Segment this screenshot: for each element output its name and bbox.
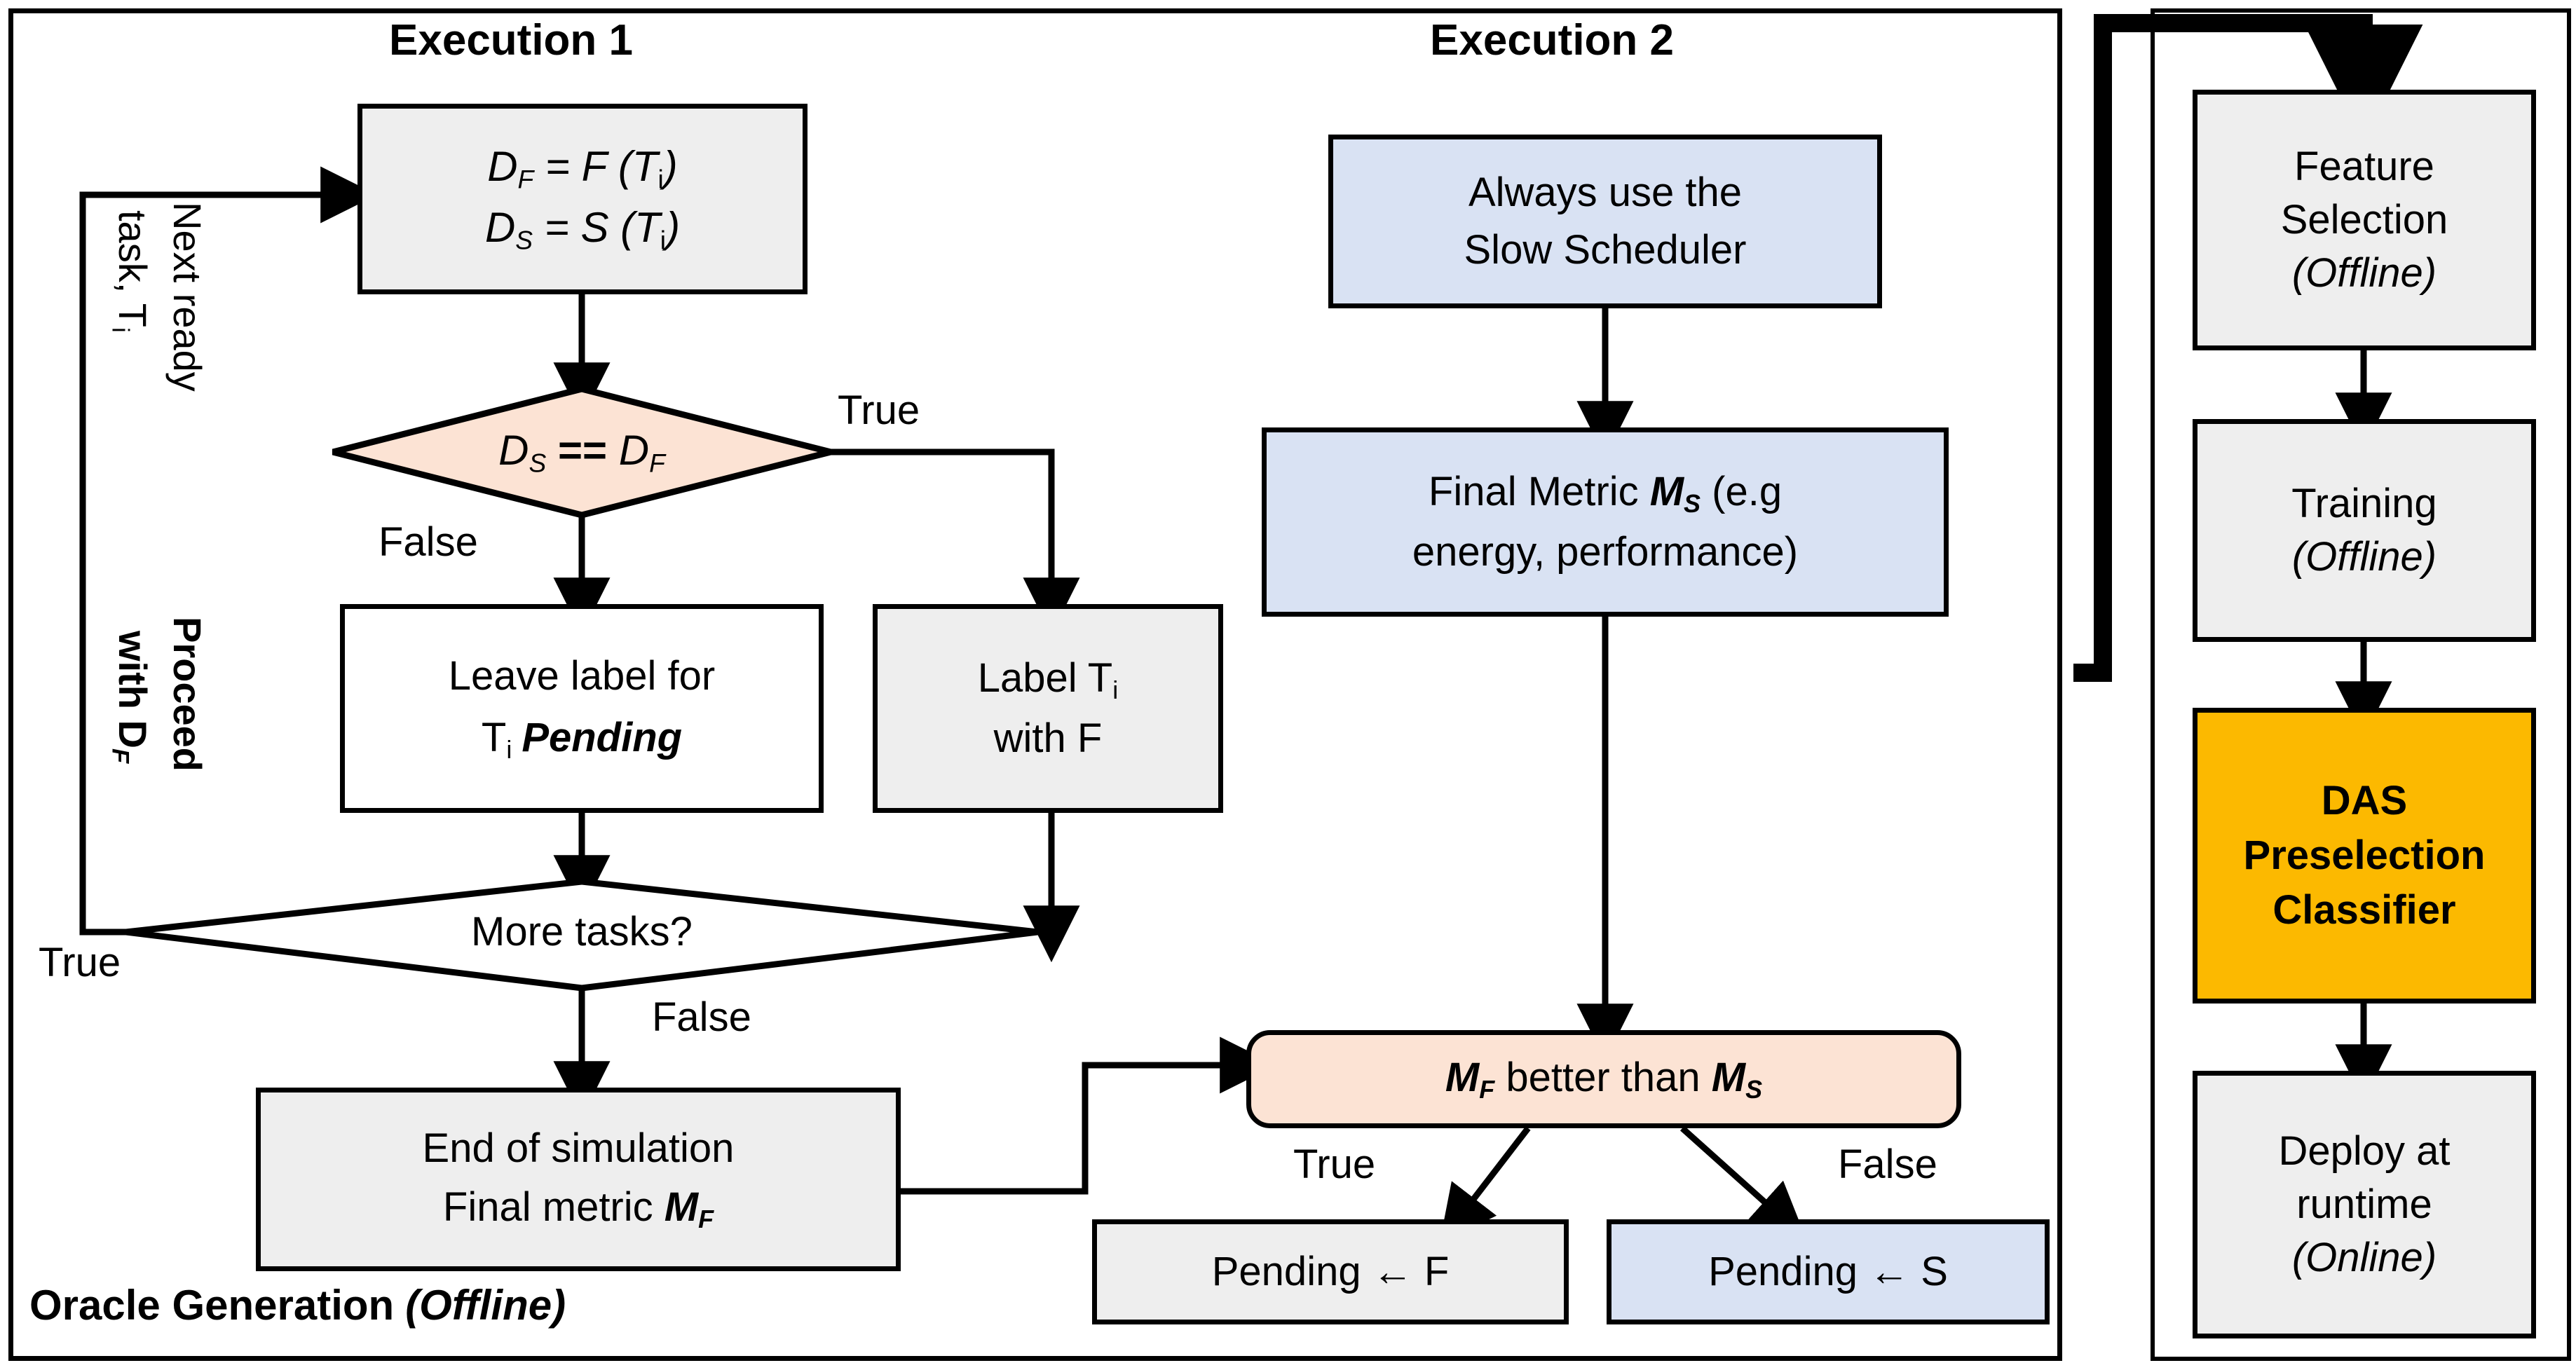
deploy-line-3: (Online) xyxy=(2291,1235,2437,1281)
compute-df-ds-box: DF = F (Ti) DS = S (Ti) xyxy=(357,104,807,294)
loop-label-with-df: with DF xyxy=(107,631,155,764)
oracle-generation-panel xyxy=(8,8,2062,1361)
end-sim-line-2: Final metric MF xyxy=(442,1184,714,1234)
always-slow-scheduler-box: Always use the Slow Scheduler xyxy=(1328,135,1882,308)
pending-s-box: Pending ← S xyxy=(1607,1219,2050,1324)
comparison-label: MF better than MS xyxy=(1445,1054,1763,1104)
das-line-1: DAS xyxy=(2321,777,2408,823)
pipeline-step-feature-selection: Feature Selection (Offline) xyxy=(2193,90,2536,350)
loop-label-next-ready: Next ready xyxy=(165,202,210,392)
training-line-1: Training xyxy=(2291,480,2437,526)
pending-s-label: Pending ← S xyxy=(1708,1248,1948,1294)
das-line-2: Preselection xyxy=(2243,832,2486,878)
leave-label-line-1: Leave label for xyxy=(448,652,716,699)
execution-2-title: Execution 2 xyxy=(1430,16,1674,64)
mf-better-than-ms-box: MF better than MS xyxy=(1246,1030,1961,1128)
feature-selection-line-3: (Offline) xyxy=(2291,250,2437,296)
metric-line-2: energy, performance) xyxy=(1412,528,1799,575)
final-metric-ms-box: Final Metric MS (e.g energy, performance… xyxy=(1262,427,1949,617)
pipeline-step-training: Training (Offline) xyxy=(2193,419,2536,642)
end-sim-line-1: End of simulation xyxy=(422,1125,735,1171)
decision-true-label: True xyxy=(838,388,920,433)
more-tasks-true-label: True xyxy=(39,940,121,985)
loop-label-proceed: Proceed xyxy=(165,617,210,772)
deploy-line-2: runtime xyxy=(2296,1181,2432,1227)
training-line-2: (Offline) xyxy=(2291,534,2437,580)
scheduler-line-1: Always use the xyxy=(1468,169,1743,215)
pipeline-step-das-classifier: DAS Preselection Classifier xyxy=(2193,708,2536,1003)
label-f-line-2: with F xyxy=(993,715,1103,761)
more-tasks-label: More tasks? xyxy=(471,909,693,954)
deploy-line-1: Deploy at xyxy=(2278,1128,2451,1174)
scheduler-line-2: Slow Scheduler xyxy=(1464,227,1747,273)
more-tasks-false-label: False xyxy=(652,994,751,1040)
das-line-3: Classifier xyxy=(2272,887,2456,933)
pipeline-step-deploy-runtime: Deploy at runtime (Online) xyxy=(2193,1071,2536,1338)
feature-selection-line-1: Feature xyxy=(2294,143,2434,189)
pending-f-label: Pending ← F xyxy=(1211,1248,1450,1294)
loop-label-task-ti: task, Ti xyxy=(107,210,155,333)
comparison-true-label: True xyxy=(1293,1142,1376,1187)
metric-line-1: Final Metric MS (e.g xyxy=(1428,468,1783,518)
feature-selection-line-2: Selection xyxy=(2280,196,2448,242)
comparison-false-label: False xyxy=(1838,1142,1937,1187)
label-ti-with-f-box: Label Ti with F xyxy=(873,604,1223,813)
pipeline-panel xyxy=(2151,8,2571,1361)
label-f-line-1: Label Ti xyxy=(977,655,1119,704)
oracle-generation-caption: Oracle Generation(Offline) xyxy=(29,1282,566,1329)
execution-1-title: Execution 1 xyxy=(389,16,633,64)
end-of-simulation-box: End of simulation Final metric MF xyxy=(256,1088,901,1271)
decision-ds-df-label: DS == DF xyxy=(498,427,665,478)
compute-line-1: DF = F (Ti) xyxy=(487,143,678,194)
decision-false-label: False xyxy=(379,519,478,565)
compute-line-2: DS = S (Ti) xyxy=(484,204,681,255)
pending-f-box: Pending ← F xyxy=(1092,1219,1569,1324)
